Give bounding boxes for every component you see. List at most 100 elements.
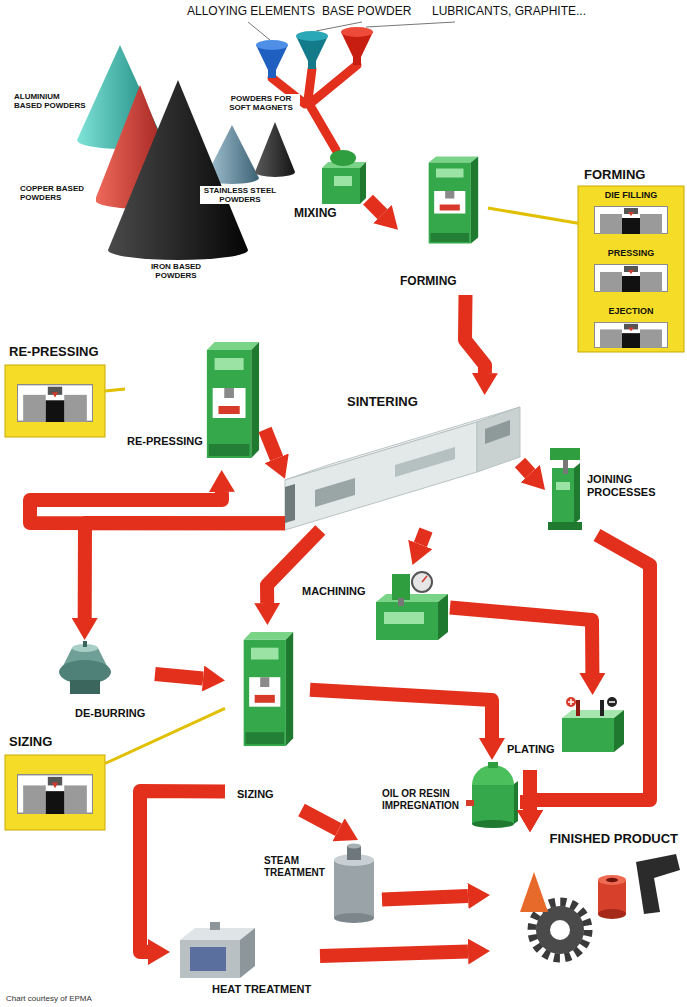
process-pipe — [420, 530, 426, 545]
station-label: SIZING — [235, 788, 276, 801]
finished-parts — [636, 854, 680, 914]
feed-funnels — [256, 40, 288, 50]
sizing-callout-panel — [5, 755, 105, 830]
input-label: ALLOYING ELEMENTS — [185, 5, 317, 19]
station-label: MACHINING — [300, 585, 368, 598]
repressing-callout-panel — [18, 385, 93, 422]
powder-piles — [77, 45, 295, 260]
impregnation-tank — [466, 800, 474, 806]
machining-center — [398, 598, 404, 606]
station-label: PLATING — [505, 743, 556, 756]
feed-funnels — [256, 27, 373, 150]
plating-tank — [600, 700, 604, 716]
sintering-furnace-drawing — [315, 478, 355, 507]
plating-tank — [562, 697, 624, 752]
process-pipe — [310, 690, 492, 738]
callout-panel: FORMINGDIE FILLINGPRESSINGEJECTION — [578, 168, 684, 352]
machining-center — [422, 576, 427, 582]
steam-vessel — [347, 844, 361, 849]
process-pipe — [520, 802, 530, 810]
joining-machine — [556, 482, 570, 490]
process-station: RE-PRESSING — [125, 335, 265, 470]
forming-callout-panel — [578, 186, 684, 352]
joining-machine — [563, 460, 568, 474]
process-station: STEAM TREATMENT — [262, 840, 382, 925]
impregnation-tank — [514, 781, 518, 824]
machining-center — [438, 594, 448, 640]
machining-center — [376, 594, 448, 602]
feed-funnels — [308, 61, 316, 69]
forming-callout-panel — [595, 207, 668, 235]
station-label: EJECTION — [590, 306, 672, 316]
sintering-furnace-drawing — [485, 420, 510, 444]
impregnation-tank — [466, 762, 518, 828]
credit-note: Chart courtesy of EPMA — [4, 994, 94, 1003]
joining-machine — [574, 463, 580, 524]
station-label: JOINING PROCESSES — [585, 473, 671, 498]
finished-parts — [536, 906, 584, 954]
station-label: SINTERING — [345, 395, 420, 410]
repressing-callout-panel — [5, 365, 105, 437]
mixer-machine — [334, 176, 352, 186]
station-label: DIE FILLING — [590, 190, 672, 200]
impregnation-tank — [488, 762, 498, 768]
process-station: JOINING PROCESSES — [545, 445, 675, 535]
press-machines — [429, 157, 479, 244]
process-station: PLATING — [505, 695, 630, 770]
forming-callout-panel — [595, 322, 668, 348]
sizing-callout-panel — [18, 775, 93, 814]
input-label: LUBRICANTS, GRAPHITE... — [430, 5, 588, 19]
sintering-furnace: SINTERING — [285, 395, 520, 530]
finished-parts — [598, 909, 626, 919]
process-station: FORMING — [398, 150, 488, 295]
process-pipe — [465, 295, 485, 373]
press-machines — [207, 157, 478, 747]
plating-tank — [562, 718, 614, 752]
forming-callout-panel — [595, 265, 668, 293]
process-station: MACHINING — [300, 565, 450, 650]
sintering-furnace-drawing — [285, 407, 520, 530]
station-label: STEAM TREATMENT — [262, 855, 330, 878]
powder-label: COPPER BASED POWDERS — [18, 184, 96, 202]
press-machines — [207, 342, 259, 458]
machining-center — [384, 612, 424, 624]
feed-funnels — [353, 57, 361, 65]
sizing-callout-panel — [5, 755, 105, 830]
steam-vessel — [334, 844, 374, 924]
machining-center — [376, 602, 438, 640]
plating-tank — [568, 699, 574, 705]
plating-tank — [562, 710, 624, 718]
finished-parts — [606, 878, 618, 882]
joining-machine — [550, 448, 580, 460]
mixer-machine — [322, 168, 360, 204]
finished-parts — [598, 880, 626, 914]
finished-parts — [550, 920, 570, 940]
sintering-furnace-drawing — [395, 447, 455, 477]
finished-parts — [520, 854, 680, 958]
process-pipe — [140, 791, 225, 952]
heat-treatment-furnace — [210, 922, 220, 930]
leader-line — [105, 389, 125, 391]
powder-label: IRON BASED POWDERS — [135, 262, 217, 280]
joining-machine — [552, 468, 574, 524]
sintering-furnace-drawing — [477, 407, 520, 472]
station-label: OIL OR RESIN IMPREGNATION — [380, 788, 464, 811]
finished-product: FINISHED PRODUCT — [490, 832, 684, 972]
mixer-machine — [322, 150, 366, 204]
heat-treatment-furnace — [180, 940, 240, 978]
forming-callout-panel — [578, 186, 684, 352]
process-pipe — [382, 896, 468, 900]
callout-panel: RE-PRESSING — [5, 345, 105, 437]
deburring-tumbler — [70, 680, 100, 694]
finished-parts — [598, 875, 626, 885]
die-step: PRESSING — [590, 248, 674, 298]
powder-piles — [255, 122, 295, 177]
feed-funnels — [341, 27, 373, 37]
station-label: HEAT TREATMENT — [210, 983, 313, 996]
sintering-furnace-drawing — [285, 484, 295, 523]
station-label: FORMING — [398, 275, 459, 289]
mixer-machine — [360, 162, 366, 204]
powder-label: STAINLESS STEEL POWDERS — [200, 186, 280, 204]
